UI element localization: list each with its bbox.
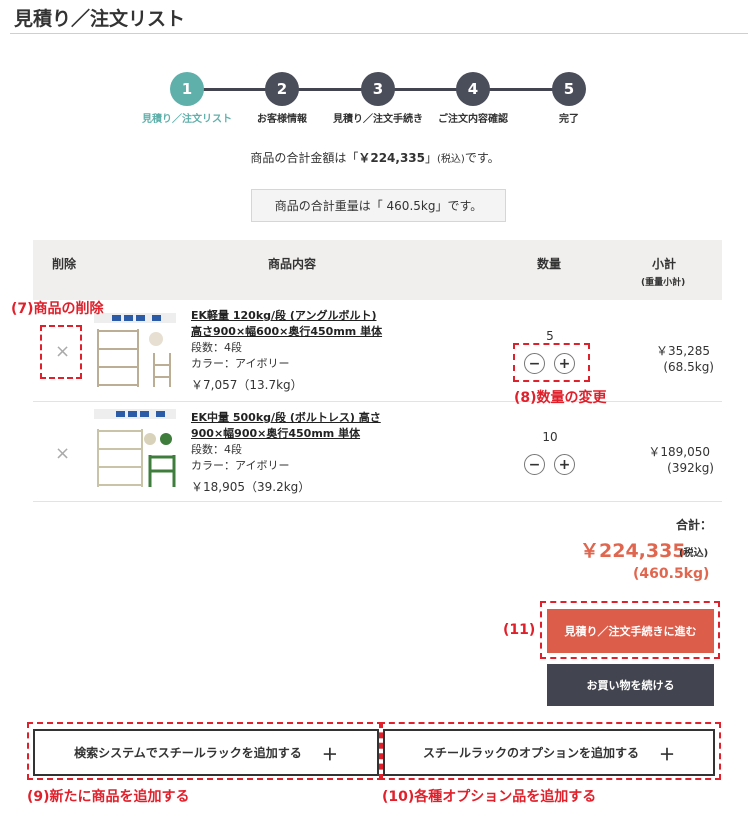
step-1-label: 見積り／注文リスト	[142, 114, 232, 125]
step-4-label: ご注文内容確認	[438, 114, 508, 125]
product-name-link[interactable]: EK中量 500kg/段 (ボルトレス) 高さ	[191, 411, 381, 424]
header-content: 商品内容	[268, 257, 317, 271]
step-5-label: 完了	[559, 114, 579, 125]
step-4-circle: 4	[456, 72, 490, 106]
product-name-link-line2[interactable]: 900×幅900×奥行450mm 単体	[191, 427, 361, 440]
product-unit-price: ￥7,057（13.7kg）	[191, 378, 303, 392]
header-subtotal-weight: (重量小計)	[641, 278, 686, 288]
quantity-value: 10	[542, 430, 558, 444]
item-subtotal: ￥189,050	[648, 445, 710, 459]
annotation-qty-box	[513, 343, 590, 382]
total-weight-box: 商品の合計重量は「 460.5kg」です。	[251, 189, 506, 222]
quantity-increase-button[interactable]: +	[554, 353, 575, 374]
item-subtotal-weight: (392kg)	[667, 461, 714, 475]
annotation-proceed-box	[540, 601, 720, 659]
add-options-button[interactable]: スチールラックのオプションを追加する ＋	[383, 729, 715, 776]
continue-shopping-button[interactable]: お買い物を続ける	[547, 664, 714, 706]
step-2-circle: 2	[265, 72, 299, 106]
quantity-value: 5	[546, 329, 554, 343]
grand-total-tax: (税込)	[679, 548, 709, 559]
title-divider	[10, 33, 748, 34]
step-5-circle: 5	[552, 72, 586, 106]
plus-icon: ＋	[659, 744, 676, 764]
step-3-label: 見積り／注文手続き	[333, 114, 423, 125]
product-stages: 段数：4段	[191, 341, 242, 354]
annotation-proceed: (11)	[503, 622, 536, 638]
step-2-label: お客様情報	[257, 114, 307, 125]
header-delete: 削除	[52, 257, 77, 271]
product-color: カラー：アイボリー	[191, 459, 290, 472]
add-via-search-button[interactable]: 検索システムでスチールラックを追加する ＋	[33, 729, 379, 776]
product-color: カラー：アイボリー	[191, 357, 290, 370]
quantity-decrease-button[interactable]: −	[524, 353, 545, 374]
header-subtotal: 小計	[652, 257, 677, 271]
total-amount-line: 商品の合計金額は「￥224,335」(税込)です。	[250, 151, 500, 165]
product-thumbnail	[94, 313, 176, 389]
row-divider	[33, 401, 722, 402]
delete-item-button[interactable]: ×	[55, 443, 71, 464]
quantity-decrease-button[interactable]: −	[524, 454, 545, 475]
add-options-label: スチールラックのオプションを追加する	[422, 746, 639, 760]
annotation-delete-box	[40, 325, 82, 379]
grand-total-amount: ￥224,335	[580, 540, 686, 562]
total-amount: ￥224,335	[358, 151, 426, 165]
step-3-circle: 3	[361, 72, 395, 106]
annotation-qty: (8)数量の変更	[514, 390, 607, 406]
item-subtotal-weight: (68.5kg)	[663, 360, 714, 374]
row-divider	[33, 501, 722, 502]
annotation-add-search-box	[27, 722, 383, 780]
header-qty: 数量	[537, 257, 562, 271]
table-header	[33, 240, 722, 300]
plus-icon: ＋	[321, 744, 338, 764]
grand-total-label: 合計：	[676, 518, 713, 532]
proceed-to-checkout-button[interactable]: 見積り／注文手続きに進む	[547, 609, 714, 653]
product-name-link[interactable]: EK軽量 120kg/段 (アングルボルト)	[191, 309, 377, 322]
product-name-link-line2[interactable]: 高さ900×幅600×奥行450mm 単体	[191, 325, 383, 338]
quantity-increase-button[interactable]: +	[554, 454, 575, 475]
page-title: 見積り／注文リスト	[14, 8, 186, 30]
item-subtotal: ￥35,285	[656, 344, 710, 358]
add-via-search-label: 検索システムでスチールラックを追加する	[74, 746, 302, 760]
annotation-add-options-box	[379, 722, 721, 780]
annotation-add-search: (9)新たに商品を追加する	[27, 789, 190, 805]
annotation-delete: (7)商品の削除	[11, 301, 104, 317]
grand-total-weight: (460.5kg)	[633, 566, 710, 582]
step-1-circle: 1	[170, 72, 204, 106]
product-stages: 段数：4段	[191, 443, 242, 456]
product-unit-price: ￥18,905（39.2kg）	[191, 480, 311, 494]
product-thumbnail	[94, 409, 176, 487]
delete-item-button[interactable]: ×	[55, 341, 71, 362]
annotation-add-options: (10)各種オプション品を追加する	[382, 789, 597, 805]
